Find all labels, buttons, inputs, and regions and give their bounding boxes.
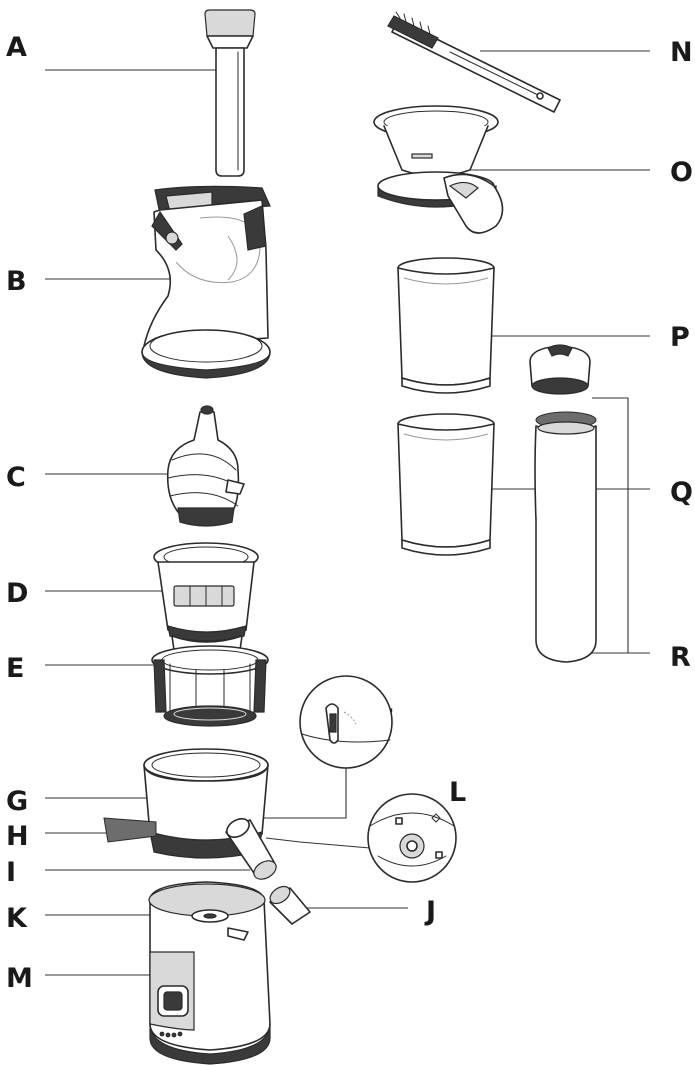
label-r: R xyxy=(670,642,691,673)
label-g: G xyxy=(6,786,28,817)
bottle-part xyxy=(530,345,596,662)
label-e: E xyxy=(6,653,24,684)
label-a: A xyxy=(6,32,27,63)
label-p: P xyxy=(670,322,690,353)
feeding-chute-part xyxy=(142,186,270,378)
auger-part xyxy=(168,406,244,526)
label-i: I xyxy=(6,857,16,888)
label-k: K xyxy=(6,903,28,934)
cup-p-part xyxy=(398,258,494,393)
label-c: C xyxy=(6,462,26,493)
cup-q-part xyxy=(398,414,494,555)
pusher-part xyxy=(205,10,255,176)
label-m: M xyxy=(6,963,33,994)
label-d: D xyxy=(6,578,28,609)
leader-l xyxy=(266,838,370,848)
cleaning-brush-part xyxy=(388,12,560,112)
label-q: Q xyxy=(670,477,693,508)
label-b: B xyxy=(6,266,27,297)
label-o: O xyxy=(670,157,693,188)
label-h: H xyxy=(6,821,29,852)
strainer-part xyxy=(154,543,258,655)
leader-f xyxy=(262,767,346,818)
detail-circle-l xyxy=(368,794,456,882)
anti-drip-cap-part xyxy=(267,883,310,924)
detail-circle-f xyxy=(300,676,392,768)
motor-base-part xyxy=(149,882,270,1064)
leader-r-bracket xyxy=(592,398,628,653)
label-j: J xyxy=(424,896,436,927)
label-l: L xyxy=(449,777,466,808)
juicing-bowl-part xyxy=(104,749,279,883)
rotating-brush-part xyxy=(152,646,268,726)
pulp-outlet xyxy=(104,818,156,842)
label-n: N xyxy=(670,37,693,68)
